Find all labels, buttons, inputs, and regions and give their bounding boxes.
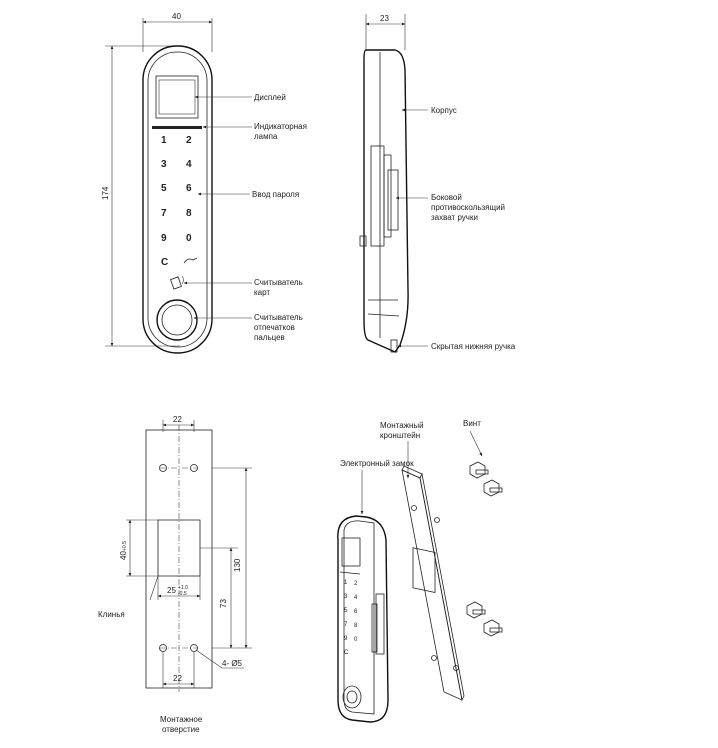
key-6: 6 <box>186 183 192 194</box>
label-bracket-2: кронштейн <box>380 431 420 440</box>
key-9: 9 <box>161 233 167 244</box>
a-key-3: 3 <box>344 594 348 600</box>
dim-25: 25 <box>167 586 176 595</box>
lock-front-body <box>142 45 213 354</box>
front-height-dim: 174 <box>101 186 110 200</box>
display-screen <box>155 75 199 119</box>
dim-bottom-22: 22 <box>173 674 182 683</box>
label-screw: Винт <box>463 419 481 428</box>
front-width-dim: 40 <box>172 12 181 21</box>
mount-hole-br <box>190 644 198 652</box>
screw-icon-4 <box>483 619 503 637</box>
a-key-1: 1 <box>344 580 348 586</box>
screw-icon-1 <box>469 461 489 479</box>
a-key-9: 9 <box>344 636 348 642</box>
mounting-bracket <box>401 469 463 701</box>
a-key-6: 6 <box>354 609 358 615</box>
side-view: 23 Корпус Боковой противоскользящий захв… <box>359 14 516 353</box>
label-body: Корпус <box>431 106 457 115</box>
label-finger-1: Считыватель <box>254 313 303 322</box>
label-grip-2: противоскользящий <box>431 203 505 212</box>
dim-holes: 4- Ø5 <box>222 659 243 668</box>
a-key-0: 0 <box>354 637 358 643</box>
caption-mount-2: отверстие <box>162 725 200 734</box>
dim-40: 40 <box>119 551 128 560</box>
a-key-7: 7 <box>344 622 348 628</box>
a-key-5: 5 <box>344 608 348 614</box>
dim-25-tol-upper: +1.0 <box>178 585 188 591</box>
dim-130: 130 <box>233 558 242 572</box>
key-7: 7 <box>161 208 167 219</box>
key-4: 4 <box>186 159 192 170</box>
key-0: 0 <box>186 233 192 244</box>
label-wedge: Клинья <box>98 610 125 619</box>
a-key-8: 8 <box>354 623 358 629</box>
mount-hole-tr <box>190 464 198 472</box>
screw-icon-2 <box>483 479 503 497</box>
indicator-lamp <box>152 126 202 129</box>
label-indicator-2: лампа <box>254 132 278 141</box>
label-hidden-handle: Скрытая нижняя ручка <box>431 342 516 351</box>
screw-icon-3 <box>466 601 486 619</box>
label-card-1: Считыватель <box>254 278 303 287</box>
key-c: C <box>161 257 168 268</box>
assembly-drawing: Монтажный кронштейн Винт Электронный зам… <box>337 419 503 723</box>
dim-73: 73 <box>219 599 228 608</box>
mount-hole-tl <box>159 464 167 472</box>
label-grip-1: Боковой <box>431 193 462 202</box>
mount-hole-bl <box>159 644 167 652</box>
key-3: 3 <box>161 159 167 170</box>
label-indicator-1: Индикаторная <box>254 122 307 131</box>
lock-side-profile <box>363 49 409 353</box>
label-electronic-lock: Электронный замок <box>340 459 414 468</box>
label-bracket-1: Монтажный <box>380 421 424 430</box>
label-finger-2: отпечатков <box>254 323 295 332</box>
bell-key-icon <box>183 257 198 264</box>
label-display: Дисплей <box>254 93 286 102</box>
mounting-hole-drawing: 22 40 +0.5 25 +1.0 -0.5 130 <box>98 415 252 734</box>
key-5: 5 <box>161 183 167 194</box>
key-8: 8 <box>186 208 192 219</box>
dim-40-tol: +0.5 <box>122 541 128 551</box>
caption-mount-1: Монтажное <box>160 715 203 724</box>
a-key-4: 4 <box>354 595 358 601</box>
dim-top-22: 22 <box>173 415 182 424</box>
a-key-c: C <box>344 650 349 656</box>
front-view: 40 174 1 2 3 4 5 6 7 8 9 0 C <box>101 12 307 354</box>
label-card-2: карт <box>254 288 270 297</box>
label-finger-3: пальцев <box>254 333 285 342</box>
side-grip <box>370 145 385 247</box>
card-reader-icon <box>170 275 184 290</box>
keypad: 1 2 3 4 5 6 7 8 9 0 C <box>161 135 198 268</box>
label-grip-3: захват ручки <box>431 213 478 222</box>
fingerprint-reader <box>156 299 198 341</box>
label-password: Ввод пароля <box>252 190 299 199</box>
lock-perspective-body <box>337 515 389 723</box>
key-1: 1 <box>161 135 167 146</box>
lock-perspective-display <box>341 537 361 567</box>
lock-perspective-keypad: 1 2 3 4 5 6 7 8 9 0 C <box>344 580 358 656</box>
side-width-dim: 23 <box>380 14 389 23</box>
hidden-handle <box>390 339 398 353</box>
dim-25-tol-lower: -0.5 <box>178 591 187 597</box>
a-key-2: 2 <box>354 581 358 587</box>
key-2: 2 <box>186 135 192 146</box>
